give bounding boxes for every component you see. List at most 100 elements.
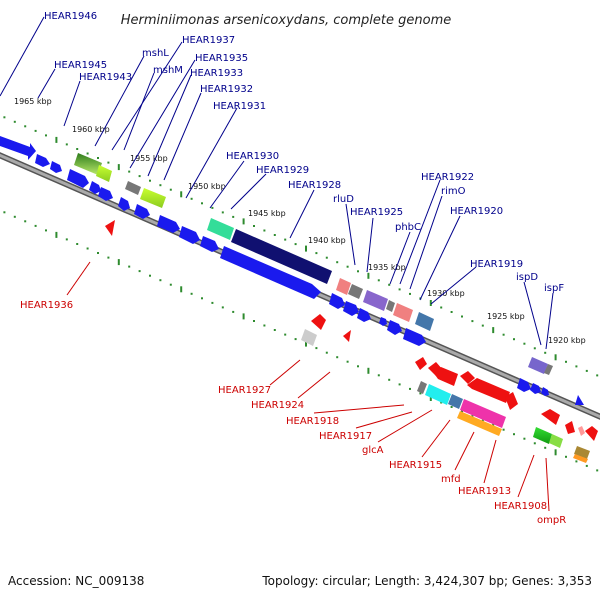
- gene-label-HEAR1946[interactable]: HEAR1946: [44, 11, 97, 22]
- gene-arrow[interactable]: [505, 392, 518, 410]
- gene-label-rimO[interactable]: rimO: [441, 186, 466, 197]
- gene-arrow[interactable]: [379, 317, 387, 326]
- leader-line: [454, 431, 475, 471]
- gene-label-HEAR1922[interactable]: HEAR1922: [421, 172, 474, 183]
- gene-label-HEAR1932[interactable]: HEAR1932: [200, 84, 253, 95]
- gene-label-HEAR1915[interactable]: HEAR1915: [389, 460, 442, 471]
- gene-arrow[interactable]: [179, 226, 200, 244]
- gene-box[interactable]: [544, 364, 553, 375]
- gene-arrow[interactable]: [200, 236, 219, 252]
- gene-arrow[interactable]: [343, 330, 351, 342]
- gene-label-HEAR1936[interactable]: HEAR1936: [20, 300, 73, 311]
- gene-box[interactable]: [386, 300, 395, 312]
- gene-label-ompR[interactable]: ompR: [537, 515, 566, 526]
- gene-box[interactable]: [74, 153, 102, 175]
- gene-label-HEAR1927[interactable]: HEAR1927: [218, 385, 271, 396]
- gene-label-phbC[interactable]: phbC: [395, 222, 421, 233]
- gene-box[interactable]: [140, 188, 166, 208]
- gene-label-HEAR1920[interactable]: HEAR1920: [450, 206, 503, 217]
- gene-arrow[interactable]: [433, 367, 458, 386]
- gene-label-HEAR1913[interactable]: HEAR1913: [458, 486, 511, 497]
- map-title: Herminiimonas arsenicoxydans, complete g…: [121, 13, 451, 28]
- gene-arrow[interactable]: [585, 426, 598, 441]
- gene-arrow[interactable]: [35, 154, 50, 167]
- gene-box[interactable]: [448, 394, 463, 409]
- gene-box[interactable]: [573, 454, 588, 463]
- gene-box[interactable]: [528, 357, 548, 374]
- gene-label-HEAR1908[interactable]: HEAR1908: [494, 501, 547, 512]
- gene-box[interactable]: [578, 426, 585, 436]
- gene-arrow[interactable]: [565, 421, 575, 434]
- gene-label-HEAR1930[interactable]: HEAR1930: [226, 151, 279, 162]
- gene-label-glcA[interactable]: glcA: [362, 445, 384, 456]
- gene-label-HEAR1918[interactable]: HEAR1918: [286, 416, 339, 427]
- gene-label-HEAR1929[interactable]: HEAR1929: [256, 165, 309, 176]
- gene-box[interactable]: [417, 381, 427, 394]
- gene-box[interactable]: [533, 427, 552, 444]
- gene-label-HEAR1935[interactable]: HEAR1935: [195, 53, 248, 64]
- gene-box[interactable]: [460, 399, 506, 428]
- gene-arrow[interactable]: [105, 220, 115, 236]
- gene-box[interactable]: [348, 284, 363, 299]
- gene-label-HEAR1925[interactable]: HEAR1925: [350, 207, 403, 218]
- gene-box[interactable]: [301, 329, 317, 346]
- gene-label-ispF[interactable]: ispF: [544, 283, 564, 294]
- leader-line: [123, 72, 155, 151]
- gene-label-ispD[interactable]: ispD: [516, 272, 538, 283]
- gene-arrow[interactable]: [357, 308, 371, 322]
- gene-arrow[interactable]: [460, 371, 475, 384]
- leader-line: [269, 359, 301, 386]
- gene-label-HEAR1917[interactable]: HEAR1917: [319, 431, 372, 442]
- gene-arrow[interactable]: [220, 246, 321, 299]
- gene-label-HEAR1928[interactable]: HEAR1928: [288, 180, 341, 191]
- gene-arrow[interactable]: [541, 387, 549, 396]
- gene-box[interactable]: [415, 312, 434, 331]
- gene-box[interactable]: [457, 411, 502, 436]
- gene-arrow[interactable]: [89, 181, 101, 194]
- gene-arrow[interactable]: [98, 187, 113, 201]
- gene-arrow[interactable]: [343, 301, 359, 316]
- gene-label-mfd[interactable]: mfd: [441, 474, 461, 485]
- gene-arrow[interactable]: [467, 378, 510, 403]
- gene-arrow[interactable]: [0, 136, 36, 160]
- gene-box[interactable]: [125, 181, 141, 195]
- gene-box[interactable]: [425, 384, 451, 405]
- gene-label-HEAR1931[interactable]: HEAR1931: [213, 101, 266, 112]
- gene-arrow[interactable]: [541, 409, 560, 425]
- gene-arrow[interactable]: [329, 293, 345, 309]
- gene-box[interactable]: [336, 278, 351, 295]
- gene-box[interactable]: [549, 434, 563, 448]
- gene-label-mshL[interactable]: mshL: [142, 48, 169, 59]
- gene-label-rluD[interactable]: rluD: [333, 194, 354, 205]
- leader-line: [523, 281, 542, 346]
- gene-label-mshM[interactable]: mshM: [153, 65, 183, 76]
- gene-arrow[interactable]: [517, 378, 531, 392]
- gene-arrow[interactable]: [134, 204, 150, 219]
- gene-label-HEAR1924[interactable]: HEAR1924: [251, 400, 304, 411]
- gene-box[interactable]: [96, 165, 112, 182]
- leader-line: [399, 179, 441, 285]
- gene-box[interactable]: [363, 290, 388, 311]
- gene-box[interactable]: [574, 446, 590, 459]
- gene-arrow[interactable]: [403, 328, 426, 346]
- gene-box[interactable]: [207, 218, 234, 240]
- leader-line: [63, 80, 81, 127]
- gene-arrow[interactable]: [415, 357, 427, 370]
- gene-label-HEAR1937[interactable]: HEAR1937: [182, 35, 235, 46]
- gene-label-HEAR1919[interactable]: HEAR1919: [470, 259, 523, 270]
- leader-line: [421, 419, 451, 458]
- gene-label-HEAR1943[interactable]: HEAR1943: [79, 72, 132, 83]
- gene-arrow[interactable]: [530, 383, 541, 394]
- leader-line: [185, 107, 238, 199]
- gene-arrow[interactable]: [575, 395, 584, 405]
- gene-arrow[interactable]: [387, 320, 402, 335]
- gene-label-HEAR1945[interactable]: HEAR1945: [54, 60, 107, 71]
- gene-arrow[interactable]: [50, 161, 62, 173]
- gene-arrow[interactable]: [67, 169, 89, 188]
- gene-arrow[interactable]: [311, 314, 326, 330]
- gene-box[interactable]: [231, 229, 332, 284]
- gene-box[interactable]: [393, 303, 413, 322]
- gene-arrow[interactable]: [157, 215, 180, 233]
- gene-arrow[interactable]: [118, 197, 130, 211]
- gene-label-HEAR1933[interactable]: HEAR1933: [190, 68, 243, 79]
